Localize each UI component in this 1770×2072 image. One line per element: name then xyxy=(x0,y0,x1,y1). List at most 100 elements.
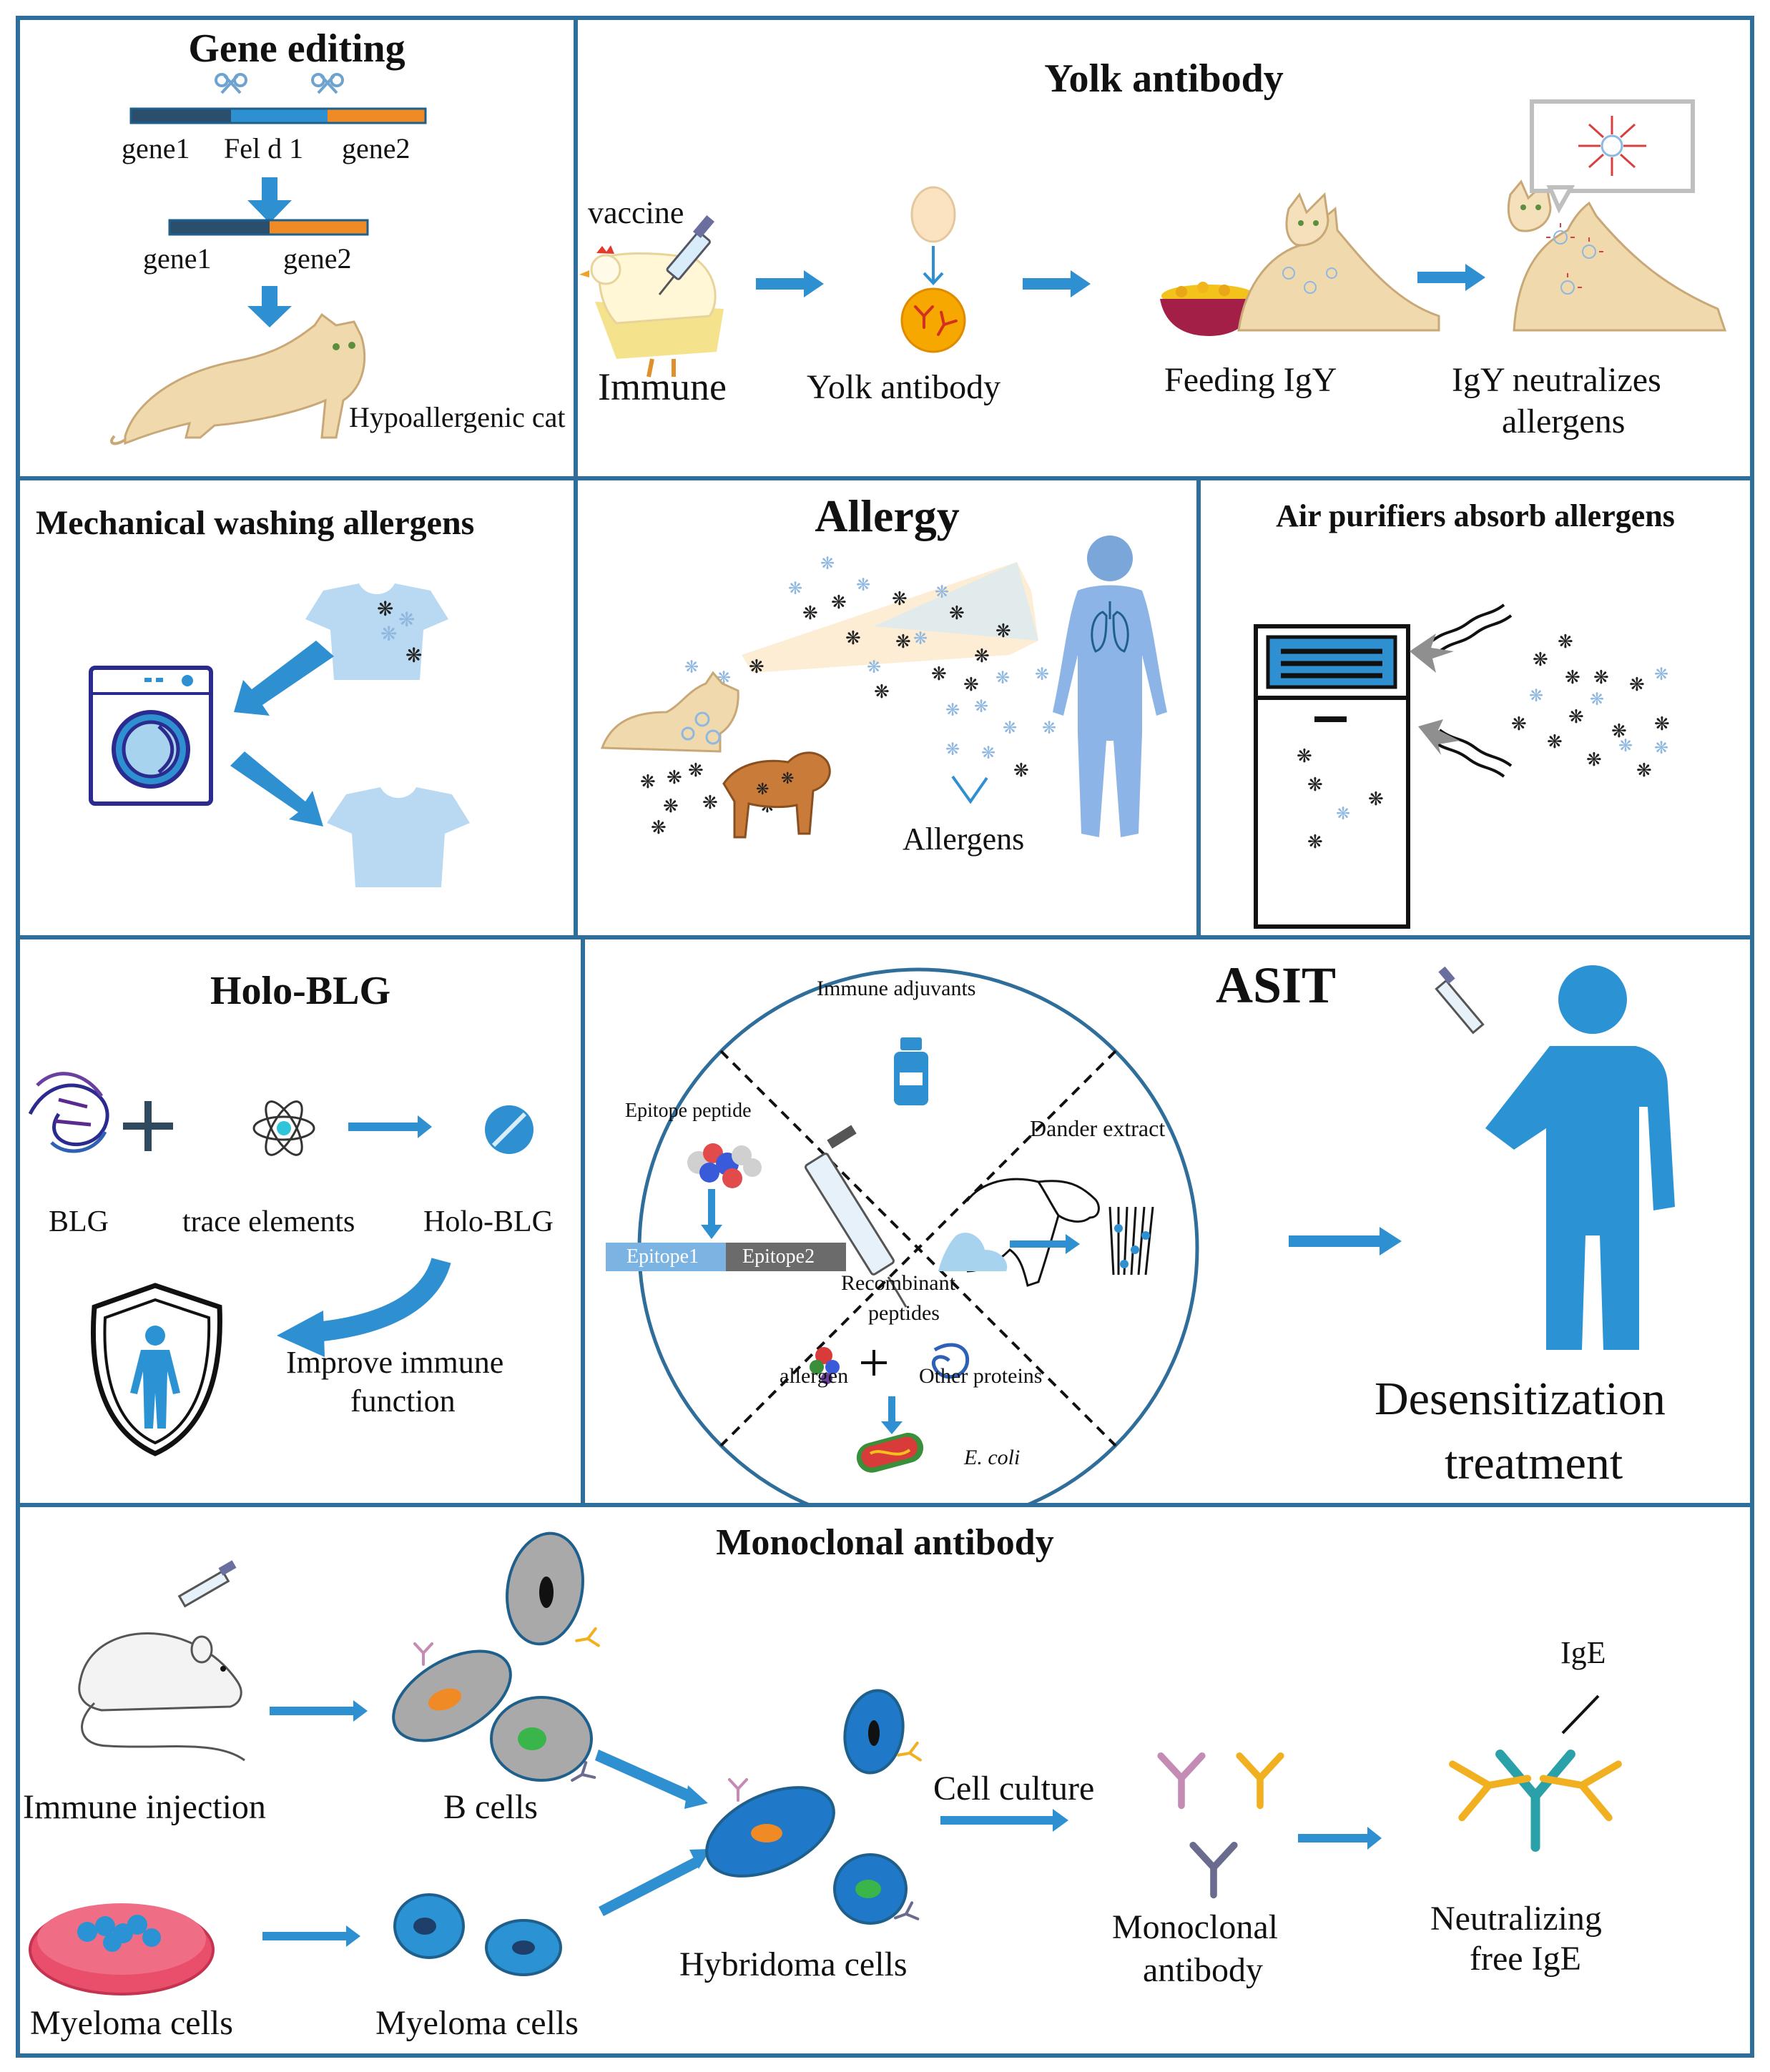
svg-text:❋: ❋ xyxy=(663,796,679,817)
scissors-icon xyxy=(215,73,344,94)
svg-text:❋: ❋ xyxy=(1590,689,1604,709)
svg-text:❋: ❋ xyxy=(995,668,1010,688)
syringe-icon xyxy=(805,1125,908,1308)
monoclonal-antibody-label-2: antibody xyxy=(1143,1951,1263,1989)
desensitization-label-1: Desensitization xyxy=(1375,1373,1666,1425)
vaccine-label: vaccine xyxy=(588,195,684,230)
gene-label-1: gene1 xyxy=(122,132,190,164)
airflow-icon xyxy=(1431,603,1513,778)
holo-blg-graphic xyxy=(28,1072,534,1456)
svg-text:❋: ❋ xyxy=(820,553,835,573)
svg-text:❋: ❋ xyxy=(974,696,988,716)
allergy-graphic: ❋❋❋❋ ❋❋❋❋ ❋❋❋❋ ❋❋❋❋ ❋❋❋❋ ❋❋❋❋ ❋❋❋❋ ❋❋❋❋ … xyxy=(600,536,1167,839)
allergy-title: Allergy xyxy=(815,490,960,541)
svg-text:❋: ❋ xyxy=(856,575,870,595)
protein-icon xyxy=(28,1072,109,1153)
monoclonal-title: Monoclonal antibody xyxy=(716,1522,1054,1563)
svg-text:❋: ❋ xyxy=(935,582,949,602)
yolk-antibody-graphic xyxy=(579,99,1727,378)
svg-text:❋: ❋ xyxy=(398,608,415,631)
monoclonal-panel xyxy=(16,1503,1754,2058)
immune-injection-label: Immune injection xyxy=(23,1788,266,1826)
edited-label-1: gene1 xyxy=(143,242,212,275)
allergens-label: Allergens xyxy=(903,822,1025,857)
hen-icon xyxy=(579,245,724,378)
holo-blg-label: Holo-BLG xyxy=(423,1205,554,1238)
svg-text:❋: ❋ xyxy=(874,681,890,703)
svg-text:❋: ❋ xyxy=(1654,714,1670,735)
egg-icon xyxy=(910,186,956,243)
svg-text:❋: ❋ xyxy=(867,657,881,677)
svg-text:❋: ❋ xyxy=(1636,760,1652,781)
svg-text:❋: ❋ xyxy=(651,817,667,839)
svg-text:❋: ❋ xyxy=(1533,649,1548,671)
vial-icon xyxy=(894,1037,928,1105)
svg-text:❋: ❋ xyxy=(949,603,965,624)
svg-text:❋: ❋ xyxy=(995,621,1011,642)
dog-icon xyxy=(965,1178,1100,1287)
svg-text:❋: ❋ xyxy=(380,622,397,646)
neutralizing-label-2: free IgE xyxy=(1470,1940,1581,1978)
cell-icon xyxy=(392,1649,512,1742)
svg-text:❋: ❋ xyxy=(756,781,769,799)
svg-text:❋: ❋ xyxy=(1529,686,1543,706)
cell-culture-label: Cell culture xyxy=(933,1770,1095,1807)
gene-editing-title: Gene editing xyxy=(188,26,405,71)
asit-title: ASIT xyxy=(1216,957,1337,1014)
svg-text:❋: ❋ xyxy=(377,597,393,621)
hybridoma-cells-label: Hybridoma cells xyxy=(679,1945,908,1983)
air-purifier-graphic: ❋❋❋❋ ❋❋❋❋ ❋❋❋❋ ❋❋❋❋ ❋❋❋❋ ❋❋ xyxy=(1254,603,1670,929)
monoclonal-graphic xyxy=(29,1531,1754,1995)
svg-text:❋: ❋ xyxy=(831,592,847,613)
gene-label-feld1: Fel d 1 xyxy=(224,132,304,164)
air-purifier-icon xyxy=(1254,624,1410,929)
mouse-icon xyxy=(78,1632,245,1762)
myeloma-cells-label-2: Myeloma cells xyxy=(375,2004,579,2042)
neutralizing-label-1: Neutralizing xyxy=(1430,1900,1602,1938)
edited-label-2: gene2 xyxy=(283,242,352,275)
petri-dish-icon xyxy=(29,1903,215,1995)
svg-text:❋: ❋ xyxy=(974,646,990,667)
mechanical-washing-title: Mechanical washing allergens xyxy=(36,504,475,542)
cat-icon xyxy=(600,671,739,753)
immune-step-label: Immune xyxy=(598,365,727,408)
antibody-icon xyxy=(1530,99,1695,214)
svg-text:❋: ❋ xyxy=(1013,760,1029,781)
bacterium-icon xyxy=(856,1433,924,1473)
svg-text:❋: ❋ xyxy=(1336,804,1350,824)
svg-text:❋: ❋ xyxy=(688,760,704,781)
svg-text:❋: ❋ xyxy=(1511,714,1527,735)
svg-text:❋: ❋ xyxy=(1297,746,1312,767)
yolk-antibody-title: Yolk antibody xyxy=(1044,56,1284,101)
syringe-icon xyxy=(658,215,715,295)
atom-icon xyxy=(252,1100,315,1156)
human-body-icon xyxy=(1053,536,1167,837)
gene-label-2: gene2 xyxy=(342,132,410,164)
cell-icon xyxy=(833,1853,908,1925)
cell-icon xyxy=(705,1786,835,1878)
svg-text:❋: ❋ xyxy=(1565,667,1580,689)
dog-icon: ❋❋ xyxy=(722,751,831,839)
blg-label: BLG xyxy=(49,1205,109,1238)
allergen-label: allergen xyxy=(780,1364,849,1388)
svg-text:❋: ❋ xyxy=(1368,789,1384,810)
svg-text:❋: ❋ xyxy=(667,767,682,789)
recombinant-label-2: peptides xyxy=(868,1301,940,1325)
air-purifier-title: Air purifiers absorb allergens xyxy=(1276,498,1675,533)
gene-editing-graphic xyxy=(110,73,427,445)
holo-blg-title: Holo-BLG xyxy=(210,969,391,1013)
improve-immune-label-1: Improve immune xyxy=(286,1345,504,1380)
tshirt-icon xyxy=(327,787,470,887)
svg-text:❋: ❋ xyxy=(802,603,818,624)
svg-text:❋: ❋ xyxy=(892,588,908,610)
cat-icon xyxy=(1237,192,1440,332)
svg-text:❋: ❋ xyxy=(788,578,802,598)
dander-extract-label: Dander extract xyxy=(1030,1115,1166,1141)
monoclonal-antibody-label-1: Monoclonal xyxy=(1112,1908,1278,1946)
mechanical-graphic: ❋❋ ❋❋ xyxy=(89,583,470,887)
hypoallergenic-cat-label: Hypoallergenic cat xyxy=(349,401,566,433)
washing-machine-icon xyxy=(89,666,213,806)
yolk-step-label: Yolk antibody xyxy=(807,368,1001,406)
ecoli-label: E. coli xyxy=(964,1446,1021,1469)
svg-text:❋: ❋ xyxy=(945,700,960,720)
